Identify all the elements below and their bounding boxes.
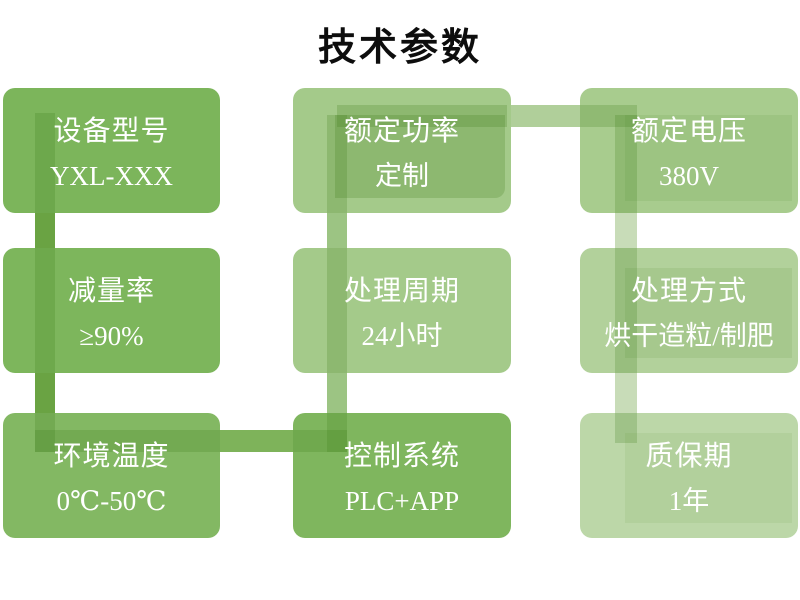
card-label: 处理方式 bbox=[630, 276, 747, 307]
card-label: 质保期 bbox=[645, 441, 733, 472]
card-warranty-period: 质保期 1年 bbox=[580, 413, 798, 538]
card-ambient-temperature: 环境温度 0℃-50℃ bbox=[3, 413, 220, 538]
band-overlay bbox=[337, 105, 507, 127]
page-title: 技术参数 bbox=[317, 27, 482, 69]
band-overlay bbox=[580, 105, 637, 127]
card-label: 处理周期 bbox=[343, 276, 460, 307]
band-overlay bbox=[615, 115, 637, 213]
card-label: 环境温度 bbox=[53, 441, 170, 472]
card-value: 24小时 bbox=[361, 321, 443, 351]
band-overlay bbox=[293, 430, 347, 452]
card-label: 额定功率 bbox=[343, 116, 460, 147]
band-overlay bbox=[625, 433, 792, 523]
card-processing-method: 处理方式 烘干造粒/制肥 bbox=[580, 248, 798, 373]
card-device-model: 设备型号 YXL-XXX bbox=[3, 88, 220, 213]
card-rated-power: 额定功率 定制 bbox=[293, 88, 511, 213]
band-overlay bbox=[335, 115, 505, 198]
band-overlay bbox=[35, 113, 55, 213]
card-reduction-rate: 减量率 ≥90% bbox=[3, 248, 220, 373]
card-value: 0℃-50℃ bbox=[56, 486, 167, 516]
card-value: YXL-XXX bbox=[50, 161, 173, 191]
card-label: 减量率 bbox=[67, 276, 155, 307]
card-control-system: 控制系统 PLC+APP bbox=[293, 413, 511, 538]
band-overlay bbox=[327, 413, 347, 452]
card-rated-voltage: 额定电压 380V bbox=[580, 88, 798, 213]
band-overlay bbox=[327, 115, 347, 213]
card-label: 设备型号 bbox=[53, 116, 170, 147]
card-value: PLC+APP bbox=[344, 486, 460, 516]
card-value: 烘干造粒/制肥 bbox=[604, 321, 774, 351]
card-label: 额定电压 bbox=[630, 116, 747, 147]
band-overlay bbox=[625, 268, 792, 358]
band-overlay bbox=[615, 413, 637, 443]
band-overlay bbox=[35, 430, 220, 452]
band-overlay bbox=[327, 248, 347, 373]
band-overlay bbox=[615, 248, 637, 373]
band-overlay bbox=[35, 413, 55, 452]
card-value: ≥90% bbox=[79, 321, 144, 351]
band-overlay bbox=[35, 248, 55, 373]
band-overlay bbox=[625, 115, 792, 201]
card-processing-cycle: 处理周期 24小时 bbox=[293, 248, 511, 373]
card-value: 1年 bbox=[668, 486, 710, 516]
card-label: 控制系统 bbox=[343, 441, 460, 472]
card-value: 定制 bbox=[375, 161, 429, 191]
card-value: 380V bbox=[659, 161, 719, 191]
